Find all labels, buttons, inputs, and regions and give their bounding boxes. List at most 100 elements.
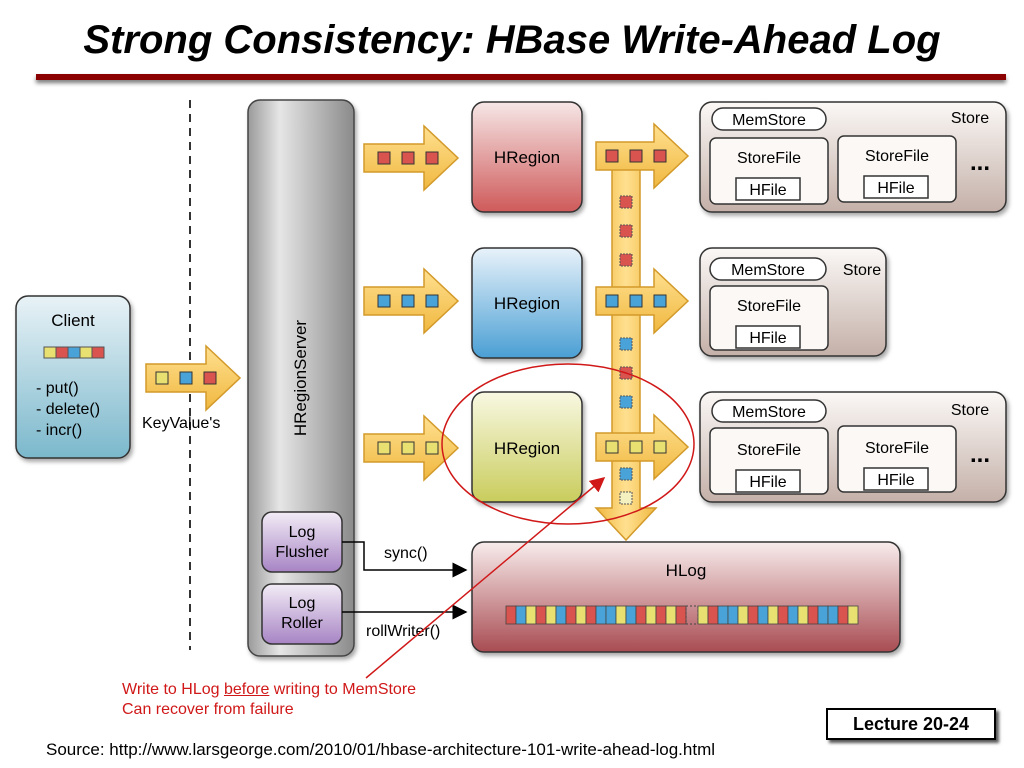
storefile-label-3b: StoreFile (865, 440, 929, 457)
note-line1-pre: Write to HLog (122, 681, 224, 698)
region-store-arrow-3 (595, 413, 690, 481)
client-method-delete: - delete() (36, 401, 100, 418)
memstore-pill-3 (711, 399, 827, 423)
hlog-entry (515, 605, 527, 625)
store-label-3: Store (951, 402, 989, 419)
note-line-2: Can recover from failure (122, 701, 294, 718)
hlog-entry (847, 605, 859, 625)
hfile-label-2a: HFile (749, 330, 786, 347)
title-rule (36, 74, 1006, 80)
hregion-box-2: HRegion (471, 247, 583, 359)
hlog-entry (777, 605, 789, 625)
hlog-entry (665, 605, 677, 625)
highlight-ellipse (441, 363, 695, 525)
hfile-label-1b: HFile (877, 180, 914, 197)
client-method-put: - put() (36, 380, 79, 397)
memstore-label-3: MemStore (732, 404, 806, 421)
hfile-box-1a (735, 177, 801, 201)
hregion-box-1: HRegion (471, 101, 583, 213)
hlog-entry (727, 605, 739, 625)
hlog-vertical-arrow (594, 167, 658, 542)
hlog-entry (595, 605, 607, 625)
memstore-label-2: MemStore (731, 262, 805, 279)
hfile-label-3a: HFile (749, 474, 786, 491)
hregion-box-3: HRegion (471, 391, 583, 503)
client-method-incr: - incr() (36, 422, 82, 439)
memstore-label-1: MemStore (732, 112, 806, 129)
region-store-arrow-2 (595, 267, 690, 335)
hlog-entry (505, 605, 517, 625)
hfile-box-3a (735, 469, 801, 493)
lecture-number-box: Lecture 20-24 (826, 708, 996, 740)
server-region-arrow-1 (363, 124, 460, 192)
source-citation: Source: http://www.larsgeorge.com/2010/0… (46, 740, 716, 759)
sync-label: sync() (384, 545, 428, 562)
hlog-entry (645, 605, 657, 625)
log-roller-line2: Roller (281, 615, 323, 632)
hlog-entry (605, 605, 617, 625)
store-label-2: Store (843, 262, 881, 279)
callout-arrow (365, 477, 606, 679)
keyvalue-label: KeyValue's (142, 415, 220, 432)
hlog-entry (807, 605, 819, 625)
hlog-entry (827, 605, 839, 625)
hlog-label: HLog (666, 561, 707, 580)
hlog-entry (707, 605, 719, 625)
note-line1-post: writing to MemStore (269, 681, 417, 698)
hfile-box-2a (735, 325, 801, 349)
memstore-pill-1 (711, 107, 827, 131)
hregion-label-3: HRegion (494, 439, 560, 458)
sync-connector (342, 541, 468, 578)
hfile-label-3b: HFile (877, 472, 914, 489)
log-flusher-line1: Log (289, 524, 316, 541)
client-box: Client - put() - delete() - incr() (15, 295, 131, 459)
hlog-entry (655, 605, 667, 625)
hregion-label-2: HRegion (494, 294, 560, 313)
store-box-1: MemStore Store StoreFile HFile StoreFile… (699, 101, 1007, 213)
hlog-entry (555, 605, 567, 625)
hregion-label-1: HRegion (494, 148, 560, 167)
hlog-entry (525, 605, 537, 625)
hfile-box-3b (863, 467, 929, 491)
hlog-entry (767, 605, 779, 625)
hlog-entry (797, 605, 809, 625)
hlog-entry (545, 605, 557, 625)
hlog-entry (625, 605, 637, 625)
log-flusher-box: Log Flusher (261, 511, 343, 573)
hlog-entry (565, 605, 577, 625)
log-roller-line1: Log (289, 595, 316, 612)
server-region-arrow-3 (363, 414, 460, 482)
store-box-3: MemStore Store StoreFile HFile StoreFile… (699, 391, 1007, 503)
client-title: Client (51, 311, 95, 330)
hlog-entry (615, 605, 627, 625)
hlog-entry (787, 605, 799, 625)
hlog-entry (837, 605, 849, 625)
rollwriter-label: rollWriter() (366, 623, 440, 640)
storefile-label-1a: StoreFile (737, 150, 801, 167)
store-box-2: MemStore Store StoreFile HFile (699, 247, 887, 357)
hlog-entry (585, 605, 597, 625)
storefile-label-3a: StoreFile (737, 442, 801, 459)
hlog-entry (817, 605, 829, 625)
client-arrow (145, 344, 242, 412)
hlog-box: HLog (471, 541, 901, 653)
hlog-entry (697, 605, 709, 625)
note-emphasis: before (223, 681, 270, 698)
hlog-entry (575, 605, 587, 625)
ellipsis-3: ... (970, 441, 990, 468)
storefile-label-1b: StoreFile (865, 148, 929, 165)
hfile-box-1b (863, 175, 929, 199)
hlog-entries-strip (505, 605, 859, 625)
hfile-label-1a: HFile (749, 182, 786, 199)
slide-title: Strong Consistency: HBase Write-Ahead Lo… (83, 18, 941, 62)
store-label-1: Store (951, 110, 989, 127)
hlog-entry (717, 605, 729, 625)
ellipsis-1: ... (970, 149, 990, 176)
log-roller-box: Log Roller (261, 583, 343, 645)
storefile-label-2a: StoreFile (737, 298, 801, 315)
annotation-note: Write to HLog before writing to MemStore… (122, 680, 416, 720)
hlog-entry (737, 605, 749, 625)
hlog-entry (747, 605, 759, 625)
region-store-arrow-1 (595, 122, 690, 190)
